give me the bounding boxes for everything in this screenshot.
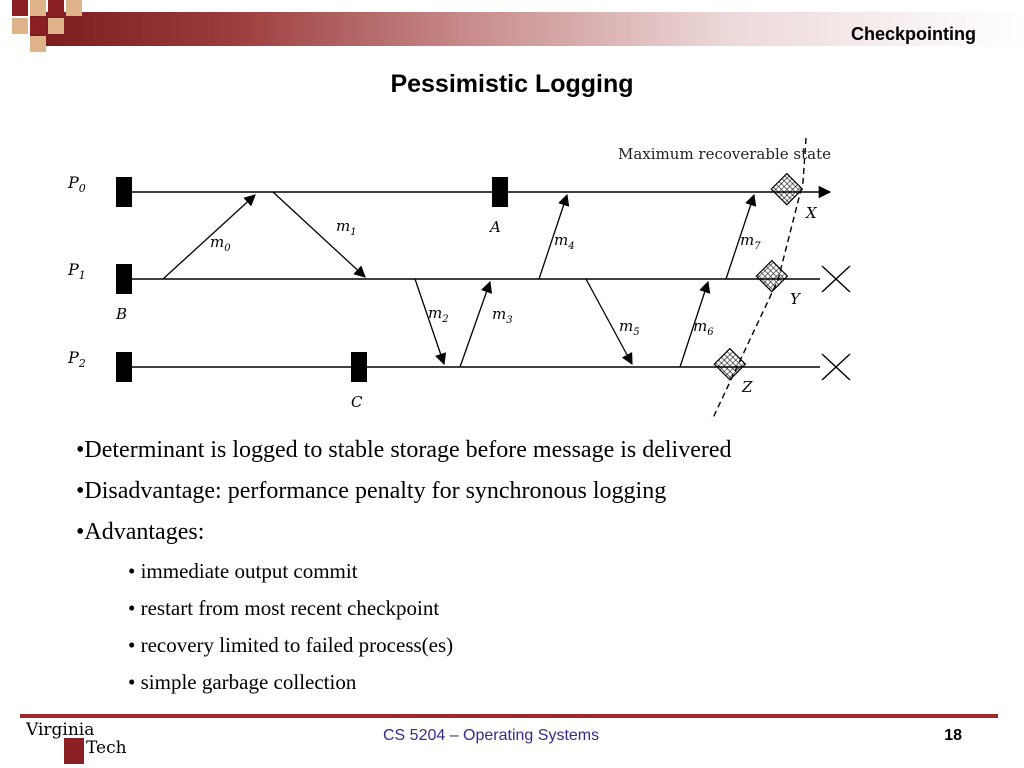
state-marker-z [713,347,747,381]
message-arrow-m5 [585,278,633,366]
message-label-m3: m3 [492,305,513,326]
message-label-m4: m4 [554,231,575,252]
decor-square [30,18,46,34]
message-arrow-m1 [272,191,366,278]
decor-square [12,18,28,34]
message-arrow-m4 [538,193,570,280]
footer-divider [20,714,998,718]
message-arrow-m3 [459,280,493,368]
message-arrow-m0 [162,194,256,280]
checkpoint-label-c: C [351,393,363,411]
slide-title: Pessimistic Logging [390,70,634,98]
sub-bullet-item: • immediate output commit [128,559,358,583]
process-label-p2: P2 [67,348,86,370]
sub-bullet-item: • recovery limited to failed process(es) [128,633,454,657]
checkpoint-b [116,264,132,294]
top-decoration [0,0,1024,52]
message-label-m6: m6 [693,317,714,338]
message-arrow-m2 [414,278,447,366]
state-label-y: Y [790,290,802,308]
message-label-m0: m0 [210,233,231,254]
logo-tower-icon [64,738,84,764]
checkpoint-p0-initial [116,177,132,207]
checkpoint-p2-initial [116,352,132,382]
message-label-m5: m5 [619,317,640,338]
decor-square [66,0,82,16]
checkpoint-label-a: A [488,218,501,236]
pessimistic-logging-diagram: P0 P1 P2 A B C m0 m1 m2 m3 m4 m5 m6 m7 M… [67,137,851,421]
decor-square [30,36,46,52]
sub-bullet-item: • simple garbage collection [128,670,357,694]
decor-square [48,0,64,16]
bullet-item: •Advantages: [76,519,205,545]
message-label-m7: m7 [740,231,761,252]
recovery-line-label: Maximum recoverable state [618,145,831,163]
sub-bullet-item: • restart from most recent checkpoint [128,596,440,620]
decor-square [12,0,28,16]
message-arrow-m6 [679,280,711,368]
course-title: CS 5204 – Operating Systems [383,727,600,744]
recovery-line [711,137,807,421]
process-label-p1: P1 [67,260,86,282]
section-title: Checkpointing [851,24,976,44]
bullet-item: •Determinant is logged to stable storage… [76,437,732,463]
decor-square [30,0,46,16]
checkpoint-c [351,352,367,382]
decor-square [48,18,64,34]
logo-text-tech: Tech [86,738,127,758]
virginia-tech-logo: Virginia Tech [24,720,136,766]
checkpoint-a [492,177,508,207]
process-label-p0: P0 [67,173,86,195]
state-label-x: X [805,204,818,222]
page-number: 18 [944,727,962,744]
checkpoint-label-b: B [115,305,127,323]
message-label-m1: m1 [336,217,357,238]
message-arrow-m7 [725,193,757,280]
state-label-z: Z [741,378,753,396]
bullet-item: •Disadvantage: performance penalty for s… [76,478,667,504]
header-gradient-bar [30,12,1024,46]
message-label-m2: m2 [428,304,449,325]
logo-text-virginia: Virginia [26,720,95,740]
state-marker-y [755,259,789,293]
failure-cross-p2 [821,353,851,381]
failure-cross-p1 [821,265,851,293]
state-marker-x [770,172,804,206]
bullet-list: •Determinant is logged to stable storage… [76,434,976,705]
